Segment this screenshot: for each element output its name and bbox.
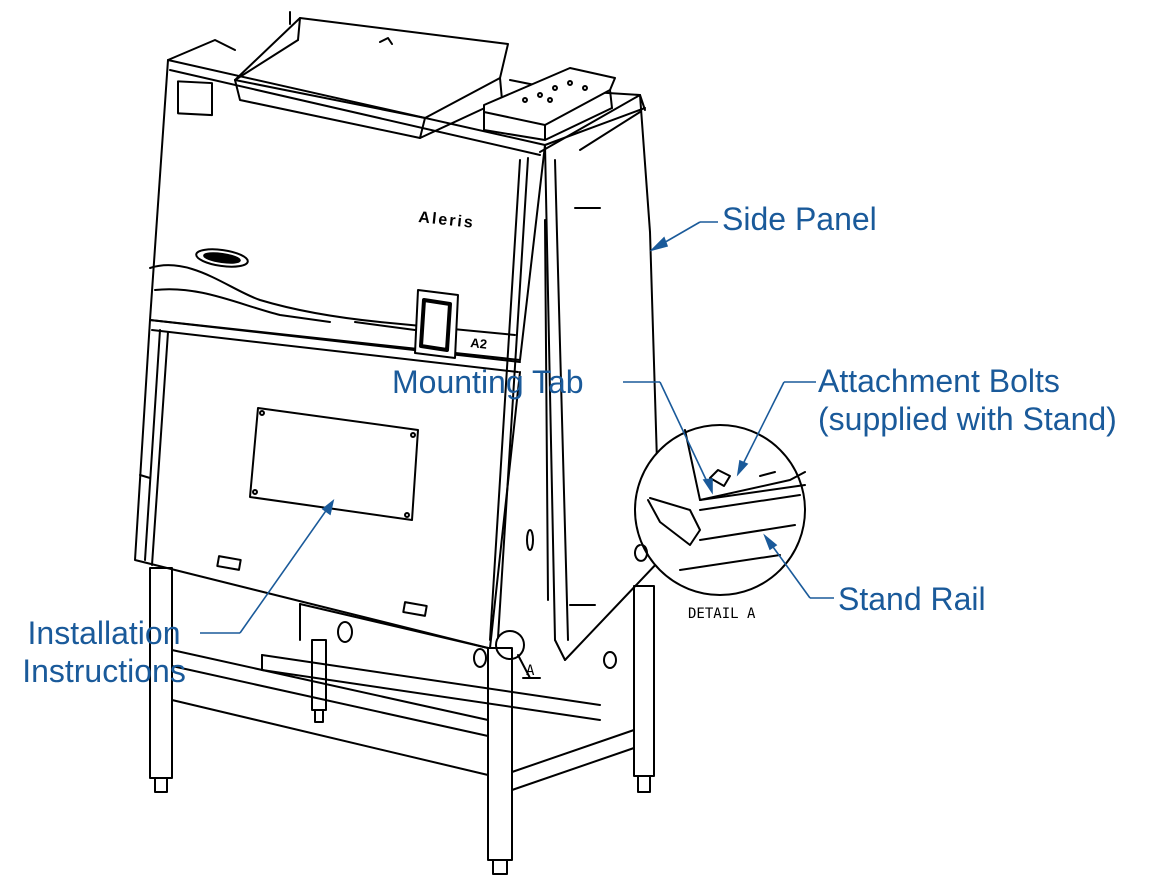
stand-rail-leader [763,533,834,599]
front-handles [216,555,428,617]
attachment-bolts-line1: Attachment Bolts [818,363,1060,399]
brand-name: Aleris [418,209,476,232]
side-panel-leader [649,221,718,252]
detail-a-marker-circle [495,630,525,660]
stand-frame [149,567,655,875]
side-panel-text: Side Panel [722,201,877,237]
logo-badge [195,248,249,268]
cabinet-top-rim [167,39,646,156]
cabinet-interior-lines [489,157,549,641]
mounting-tab-label: Mounting Tab [392,363,584,401]
installation-line2: Instructions [22,653,186,689]
detail-a-caption: DETAIL A [688,606,756,622]
installation-instructions-label: Installation Instructions [8,614,200,690]
mounting-tab-text: Mounting Tab [392,364,584,400]
attachment-bolts-leader [736,381,816,477]
detail-a-view [634,424,806,596]
detail-a-marker-letter: A [526,663,535,679]
top-exhaust-box [234,11,509,139]
instruction-plate [249,407,419,521]
installation-leader [200,498,335,634]
side-panel-label: Side Panel [722,200,877,238]
attachment-bolts-label: Attachment Bolts (supplied with Stand) [818,362,1117,438]
attachment-bolts-line2: (supplied with Stand) [818,401,1117,437]
installation-line1: Installation [27,615,181,651]
model-tag: A2 [470,335,488,352]
mounting-tab-leader [623,381,713,495]
stand-rail-label: Stand Rail [838,580,986,618]
display-window [414,289,459,359]
side-panel [526,94,661,661]
control-box [483,67,616,141]
stand-rail-text: Stand Rail [838,581,986,617]
